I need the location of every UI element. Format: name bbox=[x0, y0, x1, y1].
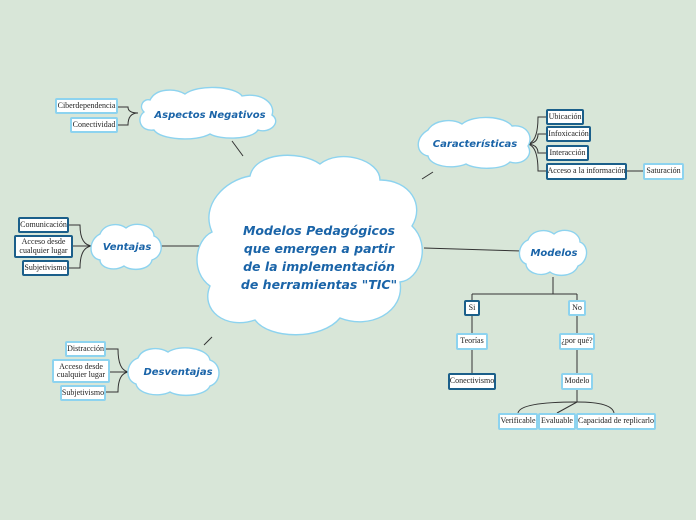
node-distraccion[interactable]: Distracción bbox=[65, 341, 106, 357]
central-cloud bbox=[196, 154, 423, 336]
node-acceso-desventajas[interactable]: Acceso desde cualquier lugar bbox=[52, 359, 110, 383]
node-teorias[interactable]: Teorías bbox=[456, 333, 488, 350]
aspectos-negativos-label[interactable]: Aspectos Negativos bbox=[154, 109, 266, 121]
node-subjetivismo-desventajas[interactable]: Subjetivismo bbox=[60, 385, 106, 401]
aspectos-negativos-cloud bbox=[139, 86, 277, 140]
node-por-que[interactable]: ¿por qué? bbox=[559, 333, 595, 350]
node-acceso-informacion[interactable]: Acceso a la información bbox=[546, 163, 627, 180]
node-interaccion[interactable]: Interacción bbox=[546, 145, 589, 161]
caracteristicas-cloud bbox=[417, 116, 531, 169]
node-conectividad[interactable]: Conectividad bbox=[70, 117, 118, 133]
node-si[interactable]: Si bbox=[464, 300, 480, 316]
node-no[interactable]: No bbox=[568, 300, 586, 316]
node-verificable[interactable]: Verificable bbox=[498, 413, 538, 430]
desventajas-label[interactable]: Desventajas bbox=[143, 366, 213, 378]
ventajas-label[interactable]: Ventajas bbox=[102, 241, 152, 253]
node-comunicacion[interactable]: Comunicación bbox=[18, 217, 69, 233]
node-subjetivismo-ventajas[interactable]: Subjetivismo bbox=[22, 260, 69, 276]
node-conectivismo[interactable]: Conectivismo bbox=[448, 373, 496, 390]
central-topic-title[interactable]: Modelos Pedagógicos que emergen a partir… bbox=[240, 222, 398, 293]
cloud-shapes bbox=[90, 86, 588, 397]
node-saturacion[interactable]: Saturación bbox=[643, 163, 684, 180]
ventajas-cloud bbox=[90, 223, 162, 271]
modelos-label[interactable]: Modelos bbox=[530, 247, 578, 259]
caracteristicas-label[interactable]: Características bbox=[432, 138, 518, 150]
node-ciberdependencia[interactable]: Ciberdependencia bbox=[55, 98, 118, 114]
node-ubicacion[interactable]: Ubicación bbox=[546, 109, 584, 125]
modelos-cloud bbox=[518, 229, 588, 277]
node-infoxicacion[interactable]: Infoxicación bbox=[546, 126, 591, 142]
node-acceso-ventajas[interactable]: Acceso desde cualquier lugar bbox=[14, 235, 73, 258]
node-capacidad-replicarlo[interactable]: Capacidad de replicarlo bbox=[576, 413, 656, 430]
node-modelo[interactable]: Modelo bbox=[561, 373, 593, 390]
desventajas-cloud bbox=[127, 347, 220, 397]
node-evaluable[interactable]: Evaluable bbox=[538, 413, 576, 430]
